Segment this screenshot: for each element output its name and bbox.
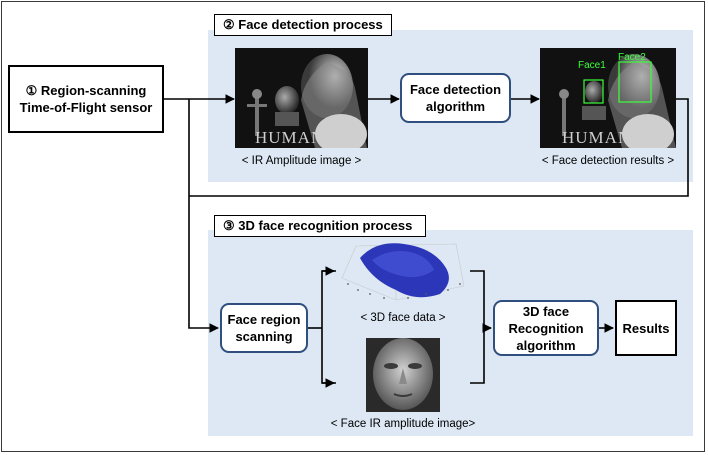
face-closeup-graphic	[366, 338, 440, 412]
face-data-3d-caption: < 3D face data >	[360, 312, 446, 324]
face-region-scanning-box: Face region scanning	[220, 303, 308, 353]
face1-detection-box	[583, 79, 604, 104]
point-cloud-graphic	[341, 243, 465, 301]
recognition-algorithm-box: 3D face Recognition algorithm	[493, 300, 599, 356]
sensor-to-region-scanning-arrow	[188, 99, 219, 333]
split-bracket-left	[321, 270, 336, 384]
face-detection-title: ② Face detection process	[214, 14, 392, 36]
results-box: Results	[615, 300, 677, 356]
detection-results-caption: < Face detection results >	[541, 155, 675, 167]
face2-detection-box	[618, 61, 652, 103]
results-label: Results	[622, 320, 670, 336]
detection-scene-graphic	[540, 48, 676, 148]
face-data-3d-image	[336, 238, 470, 306]
face-region-scanning-line1: Face region	[227, 312, 301, 327]
tof-sensor-box: ① Region-scanning Time-of-Flight sensor	[8, 65, 164, 133]
face-region-scanning-line2: scanning	[235, 329, 293, 344]
face2-label: Face2	[618, 52, 646, 63]
tof-sensor-line1: ① Region-scanning	[25, 83, 147, 98]
tof-sensor-line2: Time-of-Flight sensor	[19, 100, 153, 115]
detection-poster-text: HUMAN	[562, 128, 632, 147]
face-detection-results-image: Face1 Face2 HUMAN	[540, 48, 676, 148]
face-detection-algorithm-line1: Face detection	[409, 82, 502, 97]
face1-label: Face1	[578, 60, 606, 71]
face-recognition-title: ③ 3D face recognition process	[214, 215, 426, 237]
ir-poster-text: HUMAN	[255, 128, 325, 147]
ir-amplitude-caption: < IR Amplitude image >	[241, 155, 362, 167]
face-ir-amplitude-caption: < Face IR amplitude image>	[330, 418, 476, 430]
face-detection-algorithm-line2: algorithm	[425, 99, 486, 114]
recognition-algorithm-line3: algorithm	[516, 337, 576, 353]
face-detection-algorithm-box: Face detection algorithm	[400, 73, 511, 123]
ir-amplitude-image: HUMAN	[235, 48, 368, 148]
recognition-algorithm-line2: Recognition	[508, 320, 584, 336]
detection-feedback-line	[189, 98, 689, 197]
ir-scene-graphic	[235, 48, 368, 148]
recognition-algorithm-line1: 3D face	[522, 303, 570, 319]
merge-bracket-right	[470, 270, 485, 384]
face-ir-amplitude-image	[366, 338, 440, 412]
